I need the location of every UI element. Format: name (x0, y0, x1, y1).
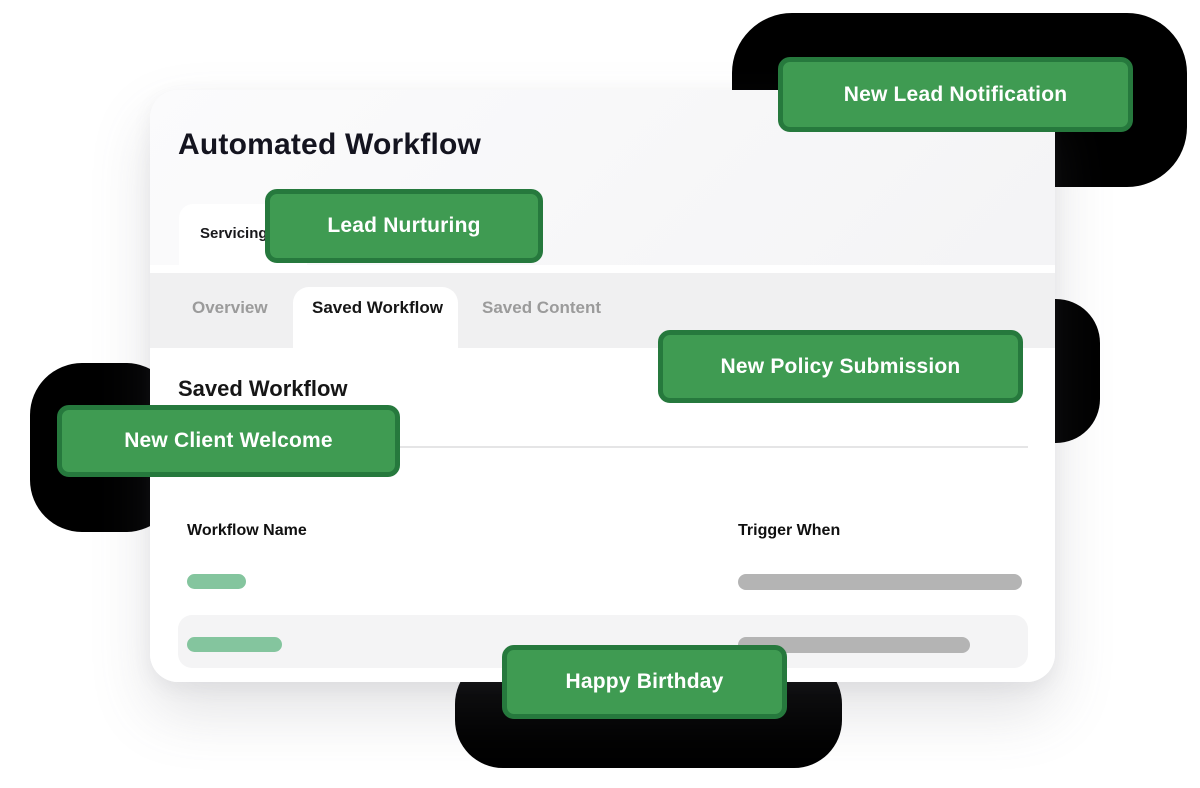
badge-new-client-welcome[interactable]: New Client Welcome (57, 405, 400, 477)
badge-new-lead-notification[interactable]: New Lead Notification (778, 57, 1133, 132)
page-title: Automated Workflow (178, 128, 482, 161)
table-row-1-trigger-placeholder (738, 574, 1022, 590)
section-divider (178, 446, 1028, 448)
tab-servicing-label: Servicing (200, 225, 268, 242)
subtab-active-background (293, 287, 458, 348)
section-heading: Saved Workflow (178, 376, 348, 401)
badge-happy-birthday[interactable]: Happy Birthday (502, 645, 787, 719)
badge-new-policy-submission[interactable]: New Policy Submission (658, 330, 1023, 403)
table-row-1-name-placeholder (187, 574, 246, 589)
column-header-workflow-name: Workflow Name (187, 522, 307, 539)
tab-row-divider-band (150, 265, 1055, 273)
subtab-saved-workflow[interactable]: Saved Workflow (312, 298, 443, 317)
table-row-2-trigger-placeholder (738, 637, 970, 653)
subtab-bar: Overview Saved Workflow Saved Content (150, 273, 1055, 348)
subtab-overview[interactable]: Overview (192, 298, 268, 317)
column-header-trigger-when: Trigger When (738, 522, 841, 539)
table-row-2-name-placeholder (187, 637, 282, 652)
saved-workflow-panel: Saved Workflow Workflow Name Trigger Whe… (150, 348, 1055, 682)
automated-workflow-card: Automated Workflow Servicing Overview Sa… (150, 90, 1055, 682)
subtab-saved-content[interactable]: Saved Content (482, 298, 602, 317)
badge-lead-nurturing[interactable]: Lead Nurturing (265, 189, 543, 263)
